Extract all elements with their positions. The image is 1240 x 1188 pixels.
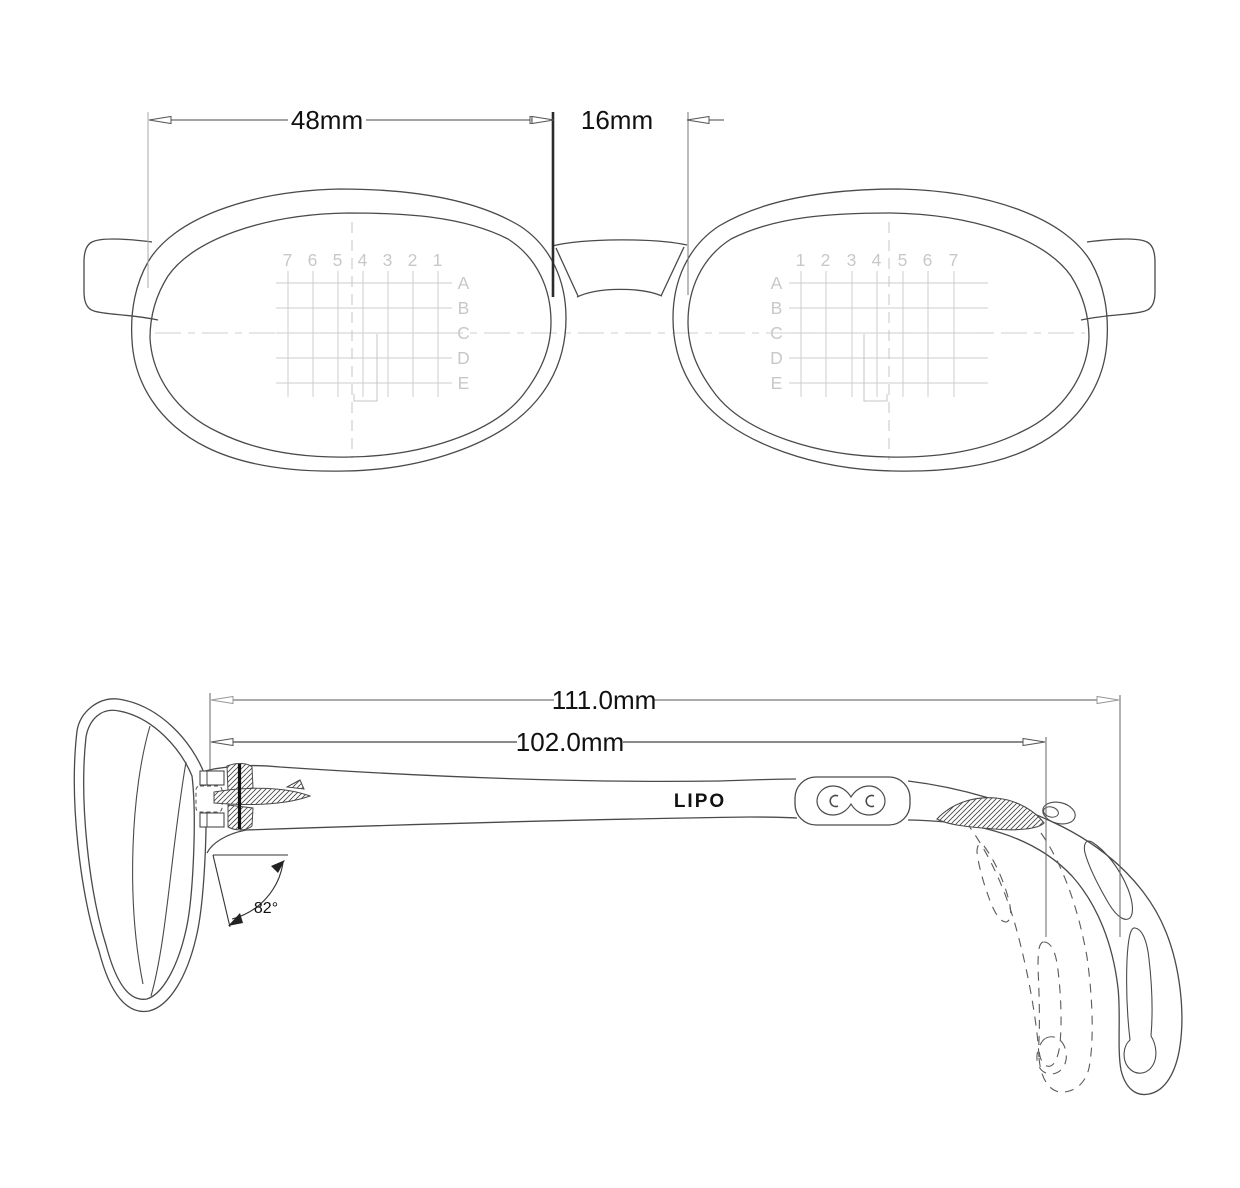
plate-outline xyxy=(794,776,911,826)
left-end-piece xyxy=(83,238,159,321)
grid-column-label: 5 xyxy=(333,250,344,270)
ear-hook-hole xyxy=(1042,801,1076,825)
right-segment-notch xyxy=(863,334,888,402)
ear-hook-alternate-position xyxy=(955,809,1093,1093)
screw-slot-left xyxy=(829,794,839,808)
temple-grip-pad xyxy=(936,797,1045,831)
grid-row-label: E xyxy=(458,373,471,393)
grid-row-label: B xyxy=(771,298,784,318)
dimension-arrow xyxy=(1096,695,1120,705)
frame-front-outline xyxy=(83,188,1156,472)
bridge-bottom-arch xyxy=(576,288,663,298)
alt-hook-slot-lower xyxy=(1037,941,1062,1067)
hinge-spike-barb xyxy=(285,779,305,790)
grid-column-label: 7 xyxy=(949,250,960,270)
hinge-bottom-lug xyxy=(199,812,225,828)
temple-straight-dimension-label: 102.0mm xyxy=(516,727,624,757)
grid-column-label: 4 xyxy=(872,250,883,270)
temple-straight-dimension: 102.0mm xyxy=(210,727,1047,937)
ear-hook-slot-upper xyxy=(1083,840,1133,920)
grid-column-label: 5 xyxy=(898,250,909,270)
grid-row-label: A xyxy=(771,273,784,293)
lens-width-dimension: 48mm xyxy=(147,105,555,297)
right-lens-aperture xyxy=(687,212,1090,458)
grid-column-label: 3 xyxy=(847,250,858,270)
bridge-right-slant xyxy=(660,246,685,297)
alt-hook-slot-end xyxy=(1036,1036,1067,1075)
grid-column-label: 7 xyxy=(283,250,294,270)
front-view: 7 6 5 4 3 2 1 A B C D E 1 2 xyxy=(83,105,1156,472)
grid-row-label: E xyxy=(771,373,784,393)
right-end-piece xyxy=(1080,238,1156,321)
dimension-arrow xyxy=(148,115,172,125)
lens-width-dimension-label: 48mm xyxy=(291,105,363,135)
hinge-assembly xyxy=(195,763,312,831)
temple-total-dimension: 111.0mm xyxy=(209,685,1121,937)
grid-row-label: D xyxy=(770,348,784,368)
grid-column-label: 6 xyxy=(308,250,319,270)
lens-profile-curve-2 xyxy=(150,761,187,997)
bridge-left-slant xyxy=(555,247,579,297)
bridge-top-edge xyxy=(551,239,688,247)
left-lens-grid xyxy=(276,222,452,458)
bridge-width-dimension-label: 16mm xyxy=(581,105,653,135)
grip-pad-hatched xyxy=(936,797,1045,831)
grid-column-label: 2 xyxy=(821,250,832,270)
hinge-cover-plate xyxy=(794,776,911,826)
figure-eight-cutout xyxy=(816,785,886,816)
dimension-arrow xyxy=(210,737,234,747)
brand-logo: LIPO xyxy=(674,791,726,812)
grid-row-label: C xyxy=(457,323,471,343)
side-view: LIPO 82° 111.0mm 102.0mm xyxy=(73,685,1183,1096)
temple-top-edge xyxy=(204,764,797,783)
alt-hook-tip xyxy=(1038,1057,1090,1093)
temple-total-dimension-label: 111.0mm xyxy=(552,685,657,715)
dimension-arrow xyxy=(1022,737,1046,747)
grid-row-label: D xyxy=(457,348,471,368)
grid-column-label: 1 xyxy=(433,250,444,270)
grid-row-label: A xyxy=(458,273,471,293)
grid-row-label: B xyxy=(458,298,471,318)
frame-front-profile xyxy=(73,698,207,1013)
dimension-arrow xyxy=(686,115,710,125)
dimension-arrow xyxy=(210,695,234,705)
hinge-spike-hatched xyxy=(213,787,312,806)
pantoscopic-angle-annotation: 82° xyxy=(212,854,288,928)
pantoscopic-angle-label: 82° xyxy=(254,900,278,917)
ear-hook-hole-inner xyxy=(1043,806,1059,818)
left-lens-outer-rim xyxy=(130,188,567,472)
lens-profile-curve xyxy=(132,725,151,985)
hinge-top-lug xyxy=(199,770,225,786)
grid-column-label: 2 xyxy=(408,250,419,270)
ear-hook-slot-lower xyxy=(1123,927,1157,1074)
angle-arrow-top xyxy=(271,860,285,873)
alt-hook-slot-upper xyxy=(976,843,1012,923)
temple-bottom-edge xyxy=(206,816,798,854)
grid-column-label: 6 xyxy=(923,250,934,270)
grid-column-label: 3 xyxy=(383,250,394,270)
left-lens-grid-labels: 7 6 5 4 3 2 1 A B C D E xyxy=(283,250,471,393)
grid-column-label: 4 xyxy=(358,250,369,270)
right-lens-outer-rim xyxy=(672,188,1109,472)
screw-slot-right xyxy=(865,794,875,808)
right-lens-grid-labels: 1 2 3 4 5 6 7 A B C D E xyxy=(770,250,960,393)
left-segment-notch xyxy=(353,334,378,402)
dimension-arrow xyxy=(531,115,555,125)
left-lens-aperture xyxy=(149,212,552,458)
frame-profile-outer xyxy=(73,698,207,1013)
ear-hook-outline xyxy=(907,780,1183,1096)
grid-column-label: 1 xyxy=(796,250,807,270)
angle-arrow-bottom xyxy=(228,913,243,926)
alt-hook-left-edge xyxy=(955,809,1040,1059)
alt-hook-right-edge xyxy=(1040,832,1093,1069)
angle-slant-line xyxy=(212,854,231,928)
bridge-width-dimension: 16mm xyxy=(531,105,724,295)
temple-arm xyxy=(204,764,1183,1096)
frame-profile-inner xyxy=(83,709,195,1000)
